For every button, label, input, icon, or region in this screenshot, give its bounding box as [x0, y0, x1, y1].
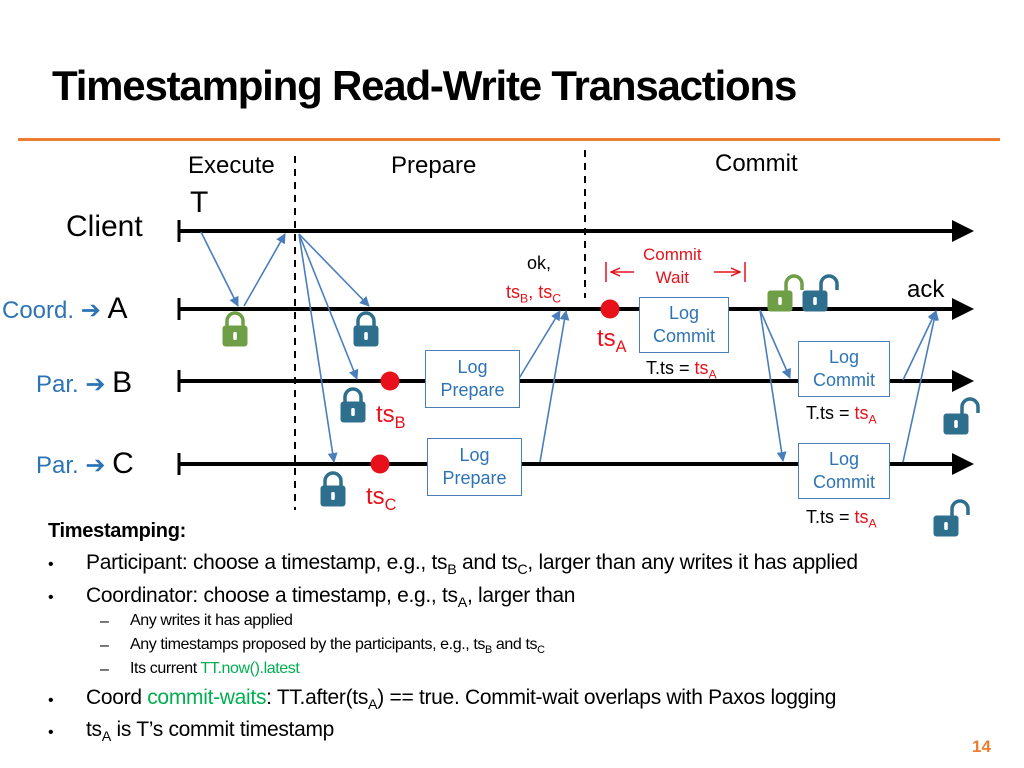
ack-label: ack	[907, 276, 945, 303]
par-b-lane-letter: B	[112, 366, 133, 399]
lane-label-client: Client	[66, 210, 143, 243]
bullet-marker: •	[48, 556, 54, 573]
right-arrow-icon: ➔	[78, 452, 113, 479]
ok-label: ok,	[527, 253, 552, 273]
ok-timestamps: tsB, tsC	[506, 282, 562, 306]
par-b-role-label: Par.	[36, 371, 79, 398]
sub-bullet-proposed: Any timestamps proposed by the participa…	[130, 636, 545, 657]
coordinator-timeline	[177, 298, 974, 320]
lane-label-coordinator: Coord. ➔ A	[2, 292, 128, 326]
unlock-icon	[942, 397, 980, 436]
arrow-par-c-to-coord	[539, 310, 570, 463]
bullet-marker: •	[48, 589, 54, 606]
lock-icon	[352, 311, 380, 348]
arrow-par-c-to-coord-commit	[902, 310, 939, 463]
ts-a-label: tsA	[597, 325, 627, 356]
client-timeline	[177, 220, 974, 242]
lane-label-participant-c: Par. ➔ C	[36, 447, 134, 481]
title-divider	[18, 138, 1000, 141]
dash-marker: –	[100, 661, 109, 678]
bullet-commit-wait: Coord commit-waits: TT.after(tsA) == tru…	[86, 686, 837, 714]
coord-role-label: Coord.	[2, 297, 75, 324]
phase-label-commit: Commit	[715, 150, 798, 177]
page-number: 14	[972, 737, 991, 756]
ts-b-dot	[380, 371, 400, 391]
dash-marker: –	[100, 637, 109, 654]
arrow-coord-to-par-c-commit	[759, 309, 787, 462]
transaction-label: T	[190, 186, 209, 219]
dash-marker: –	[100, 613, 109, 630]
lock-icon	[319, 471, 347, 508]
commit-wait-interval	[605, 262, 746, 282]
ts-a-dot	[600, 299, 620, 319]
phase-label-execute: Execute	[188, 152, 275, 179]
lock-icon	[339, 387, 367, 424]
bullets-heading: Timestamping:	[48, 520, 186, 542]
bullet-marker: •	[48, 692, 54, 709]
slide-title: Timestamping Read-Write Transactions	[52, 62, 797, 109]
arrow-coord-to-client-execute	[243, 233, 286, 307]
bullet-marker: •	[48, 724, 54, 741]
tts-label-b: T.ts = tsA	[806, 403, 877, 427]
coord-lane-letter: A	[107, 292, 128, 325]
bullet-commit-timestamp: tsA is T’s commit timestamp	[86, 718, 335, 746]
ts-c-label: tsC	[366, 483, 397, 514]
sub-bullet-tt-now: Its current TT.now().latest	[130, 660, 300, 677]
tts-label-a: T.ts = tsA	[646, 358, 717, 382]
unlock-icon	[801, 274, 839, 313]
ts-c-dot	[370, 454, 390, 474]
arrow-client-to-coord-prepare	[298, 233, 370, 307]
unlock-icon	[766, 274, 804, 313]
lock-icon	[221, 311, 249, 348]
tts-label-c: T.ts = tsA	[806, 507, 877, 531]
unlock-icon	[932, 499, 970, 538]
bullet-coordinator: Coordinator: choose a timestamp, e.g., t…	[86, 584, 576, 612]
right-arrow-icon: ➔	[78, 371, 113, 398]
par-c-lane-letter: C	[112, 447, 134, 480]
sub-bullet-writes: Any writes it has applied	[130, 612, 293, 629]
par-c-role-label: Par.	[36, 452, 79, 479]
arrow-coord-to-par-b-commit	[759, 309, 791, 379]
arrow-par-b-to-coord	[517, 310, 561, 381]
arrow-client-to-par-c	[298, 233, 338, 463]
ts-b-label: tsB	[376, 401, 406, 432]
bullet-participant: Participant: choose a timestamp, e.g., t…	[86, 551, 858, 579]
arrow-client-to-coord-execute	[200, 231, 239, 307]
arrow-par-b-to-coord-commit	[902, 310, 937, 381]
arrow-client-to-par-b	[298, 233, 359, 380]
lane-label-participant-b: Par. ➔ B	[36, 366, 132, 400]
right-arrow-icon: ➔	[74, 297, 108, 324]
phase-label-prepare: Prepare	[391, 152, 477, 179]
